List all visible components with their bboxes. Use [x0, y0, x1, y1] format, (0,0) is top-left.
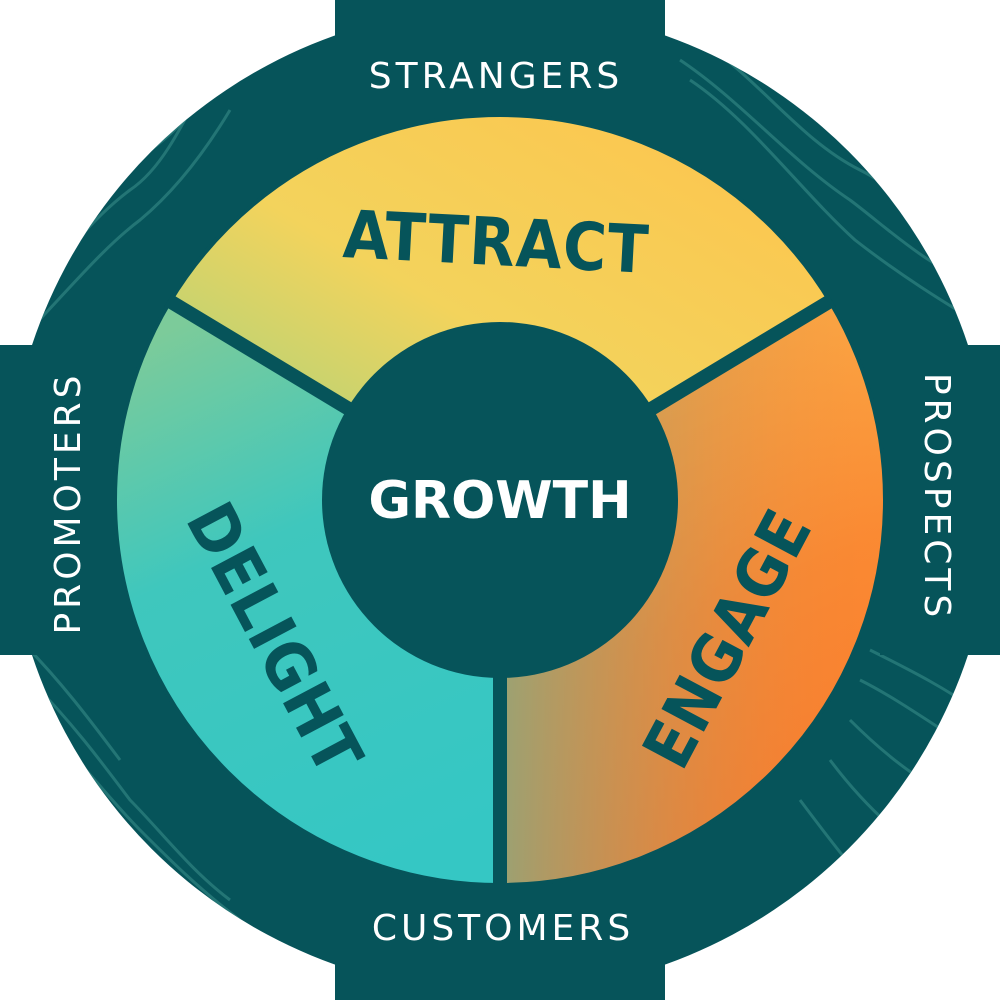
attract-segment — [170, 115, 830, 500]
segment-outline — [113, 113, 887, 887]
stage-label-attract: ATTRACT — [341, 196, 651, 289]
center-label: GROWTH — [368, 471, 631, 531]
right-band — [880, 345, 1000, 655]
audience-label-strangers: STRANGERS — [369, 56, 623, 97]
center-hub — [322, 322, 678, 678]
left-band — [0, 345, 120, 655]
audience-label-promoters: PROMOTERS — [48, 371, 89, 634]
audience-label-customers: CUSTOMERS — [372, 908, 634, 949]
audience-label-prospects: PROSPECTS — [916, 373, 957, 621]
top-band — [335, 0, 665, 120]
bottom-band — [335, 880, 665, 1000]
